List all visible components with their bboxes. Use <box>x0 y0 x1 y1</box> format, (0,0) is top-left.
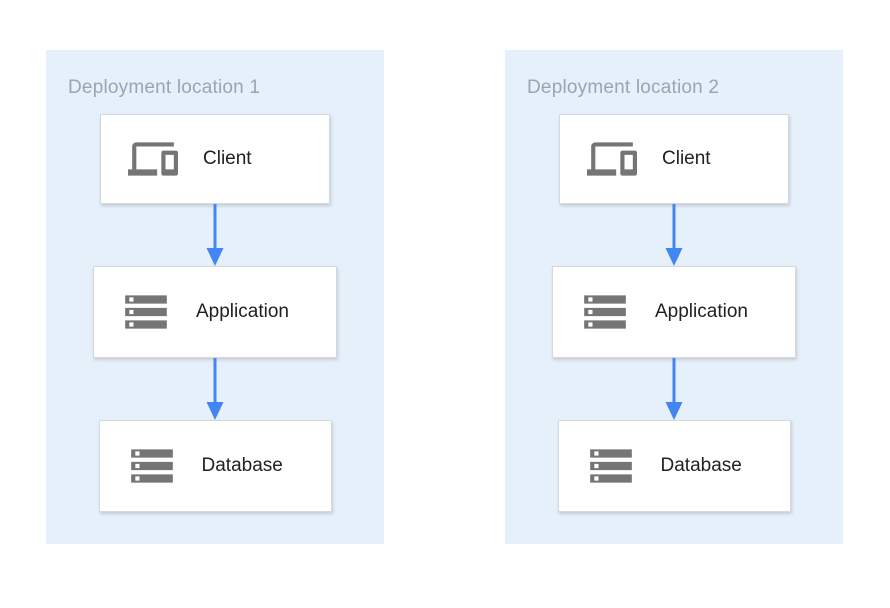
node-database: Database <box>98 420 332 512</box>
node-stack: Client Application <box>46 114 384 512</box>
node-client: Client <box>559 114 789 204</box>
server-stack-icon <box>114 287 178 337</box>
devices-icon <box>121 134 185 184</box>
node-application: Application <box>93 266 337 358</box>
node-label: Database <box>201 455 283 476</box>
node-label: Database <box>660 455 742 476</box>
server-stack-icon <box>579 441 643 491</box>
node-label: Client <box>203 148 252 169</box>
server-stack-icon <box>120 441 184 491</box>
deployment-panel-2: Deployment location 2 Client Applicatio <box>505 50 843 544</box>
arrow-down-icon <box>205 204 225 266</box>
devices-icon <box>580 134 644 184</box>
node-client: Client <box>100 114 330 204</box>
panel-title: Deployment location 2 <box>527 77 720 98</box>
node-label: Client <box>662 148 711 169</box>
node-application: Application <box>552 266 796 358</box>
node-label: Application <box>655 301 748 322</box>
deployment-panel-1: Deployment location 1 Client Applicatio <box>46 50 384 544</box>
node-database: Database <box>557 420 791 512</box>
node-stack: Client Application <box>505 114 843 512</box>
arrow-down-icon <box>664 204 684 266</box>
node-label: Application <box>196 301 289 322</box>
arrow-down-icon <box>664 358 684 420</box>
panel-title: Deployment location 1 <box>68 77 261 98</box>
arrow-down-icon <box>205 358 225 420</box>
server-stack-icon <box>573 287 637 337</box>
